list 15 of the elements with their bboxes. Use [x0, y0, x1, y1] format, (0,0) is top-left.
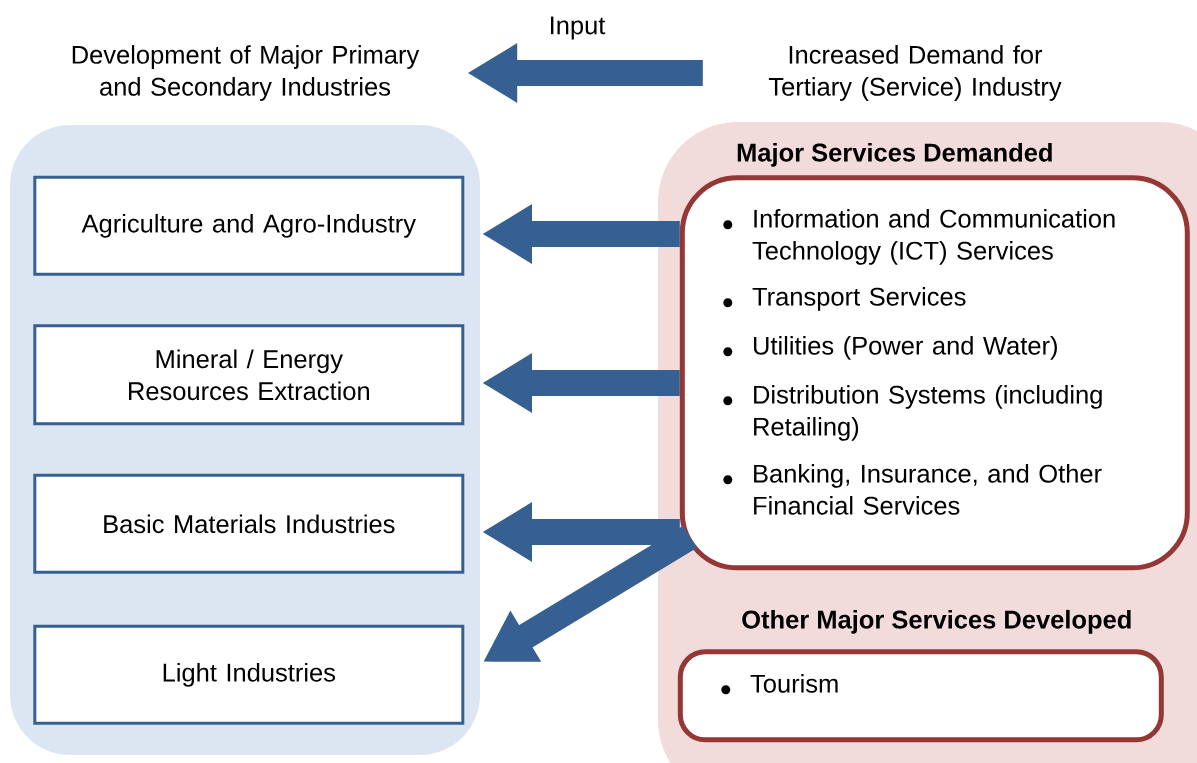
- list-item: Utilities (Power and Water): [753, 336, 1057, 360]
- heading: Major Services Demanded: [737, 142, 1052, 167]
- industry-box: Basic Materials Industries: [33, 473, 465, 574]
- heading-text: Increased Demand for Tertiary (Service) Industry: [768, 45, 1062, 101]
- edge-label: Input: [551, 16, 606, 40]
- industry-box: Mineral / Energy Resources Extraction: [33, 324, 465, 426]
- heading-text: Development of Major Primary and Secondary Industries: [72, 45, 420, 101]
- industry-box: Light Industries: [33, 624, 465, 725]
- list-item: Banking, Insurance, and Other Financial Services: [754, 464, 1102, 515]
- list-item: Tourism: [750, 674, 838, 693]
- heading: Other Major Services Developed: [742, 609, 1131, 634]
- list-item: Information and Communication Technology (ICT) Services: [752, 209, 1115, 265]
- industry-box: Agriculture and Agro-Industry: [33, 175, 465, 276]
- list-item: Transport Services: [752, 287, 966, 311]
- list-item: Distribution Systems (including Retailing): [754, 385, 1102, 441]
